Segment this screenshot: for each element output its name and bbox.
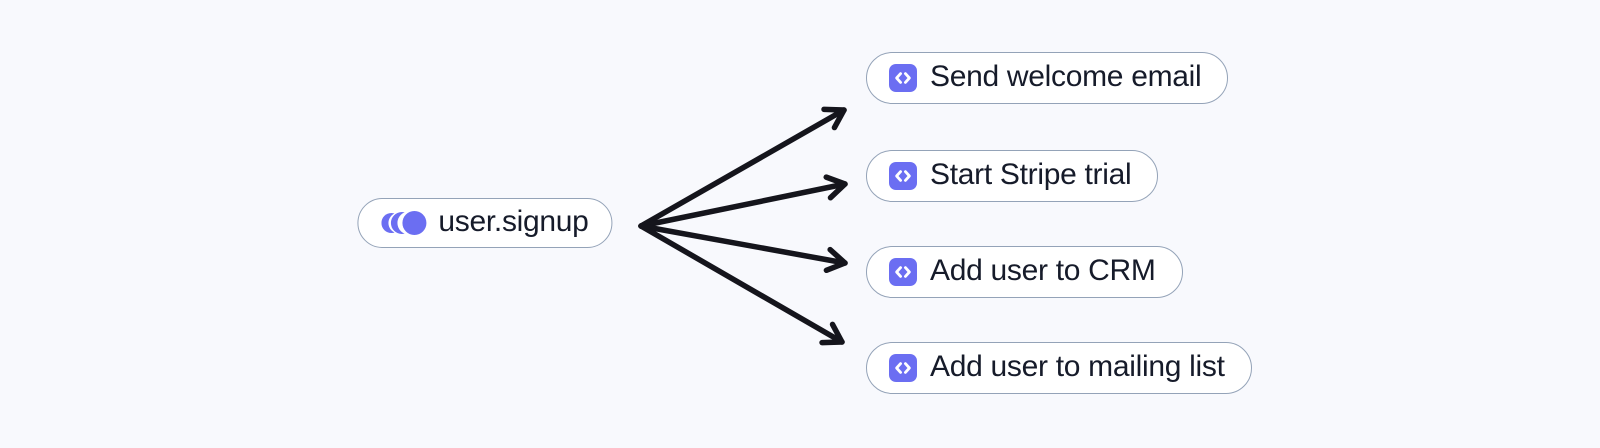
function-node-send-welcome-email: Send welcome email (866, 52, 1229, 104)
function-node-add-user-to-crm: Add user to CRM (866, 246, 1183, 298)
edge-arrow (638, 223, 845, 346)
code-icon (889, 354, 917, 382)
function-node-label: Send welcome email (930, 60, 1202, 93)
code-icon (889, 162, 917, 190)
edge-arrow (638, 106, 847, 229)
event-pulse-icon (381, 210, 427, 236)
edge-arrow (638, 174, 848, 229)
function-node-label: Add user to CRM (930, 254, 1156, 287)
function-node-label: Start Stripe trial (930, 158, 1132, 191)
code-icon (889, 64, 917, 92)
code-icon (889, 258, 917, 286)
event-node-label: user.signup (438, 205, 589, 238)
event-node: user.signup (357, 198, 613, 248)
edge-arrow (638, 223, 848, 274)
function-node-label: Add user to mailing list (930, 350, 1225, 383)
function-node-add-user-to-mailing-list: Add user to mailing list (866, 342, 1252, 394)
function-node-start-stripe-trial: Start Stripe trial (866, 150, 1159, 202)
